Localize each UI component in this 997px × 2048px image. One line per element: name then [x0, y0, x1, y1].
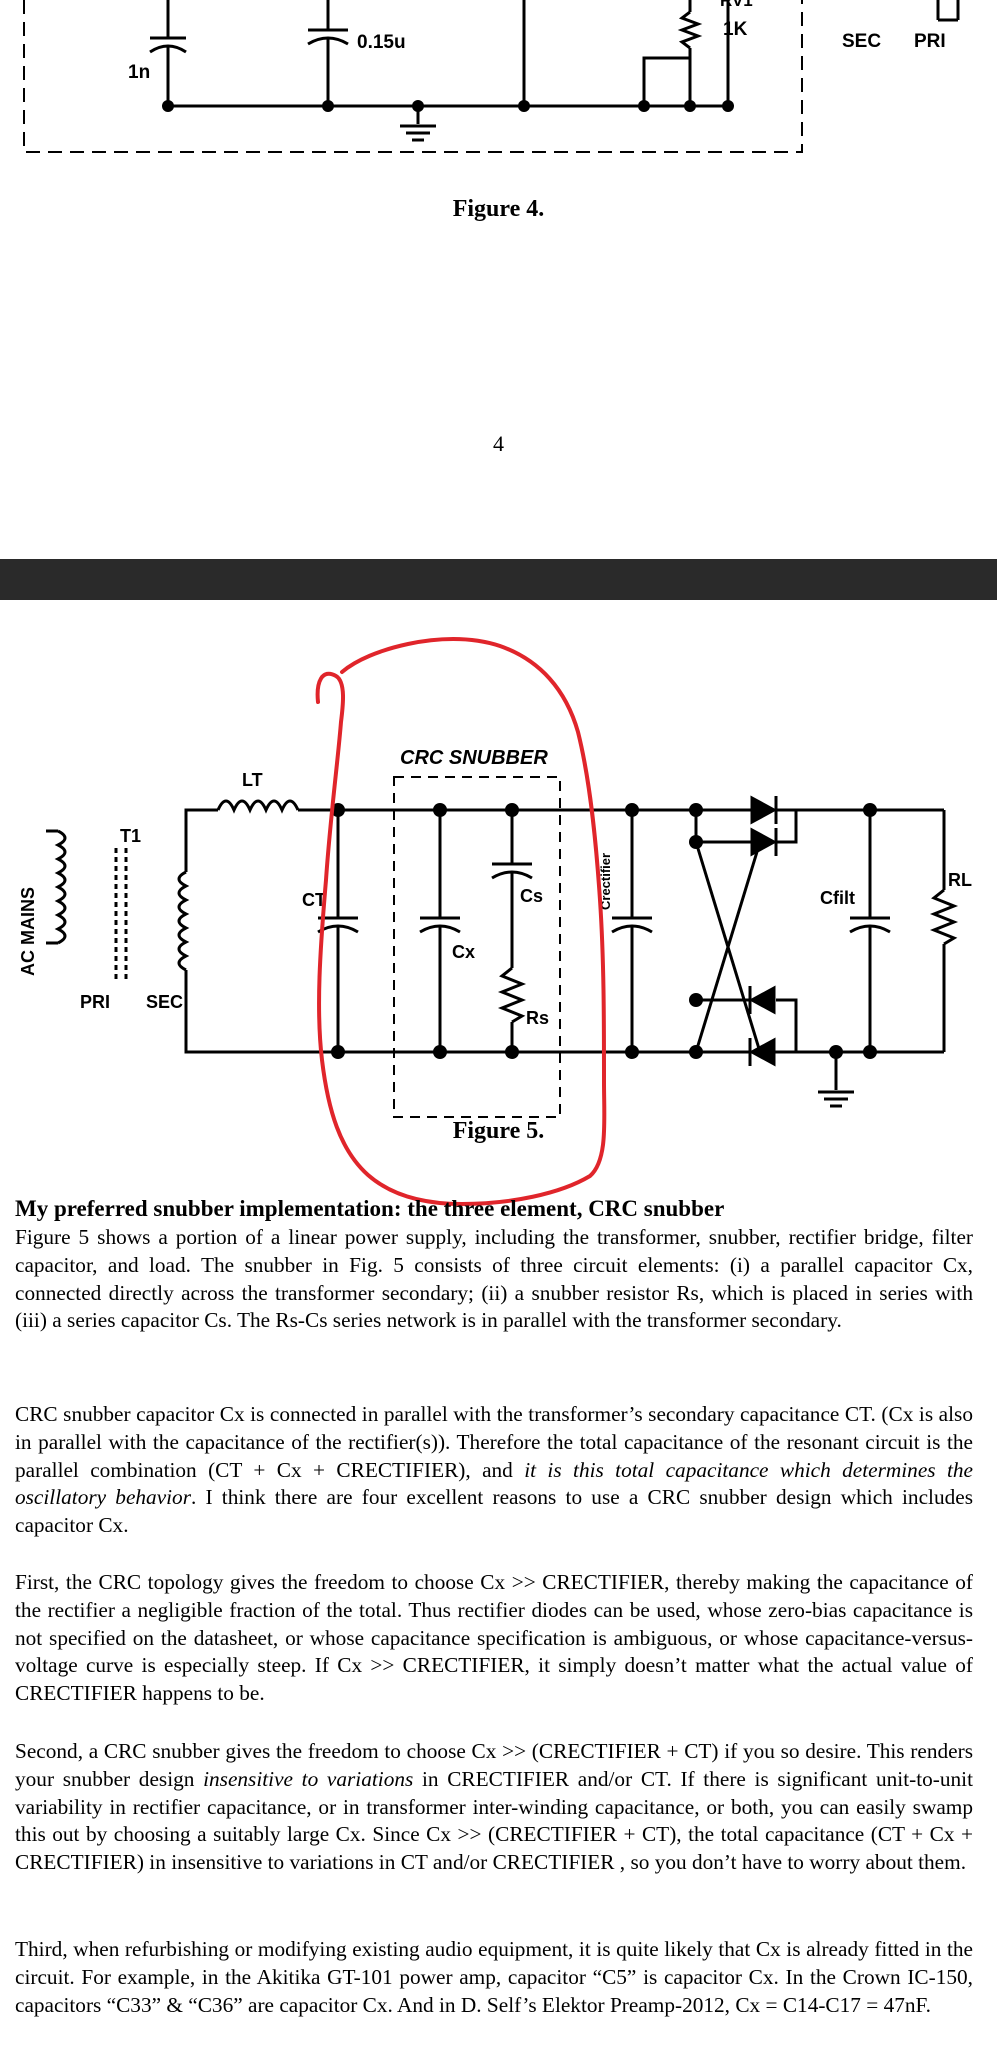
paragraph-2: CRC snubber capacitor Cx is connected in…	[15, 1402, 973, 1538]
label-lt: LT	[242, 770, 263, 790]
label-1n: 1n	[128, 62, 150, 83]
label-1k: 1K	[723, 19, 748, 40]
paragraph-1: Figure 5 shows a portion of a linear pow…	[15, 1225, 973, 1333]
label-pri: PRI	[914, 31, 946, 52]
label-pri: PRI	[80, 992, 110, 1012]
label-cx: Cx	[452, 942, 475, 962]
paragraph-4: Second, a CRC snubber gives the freedom …	[15, 1739, 974, 1875]
section-heading: My preferred snubber implementation: the…	[15, 1196, 725, 1221]
label-sec: SEC	[146, 992, 183, 1012]
paragraph-3: First, the CRC topology gives the freedo…	[15, 1570, 973, 1706]
figure-4-schematic: 1n 0.15u RV1 1K SEC PRI	[23, 0, 960, 153]
label-cfilt: Cfilt	[820, 888, 855, 908]
label-t1: T1	[120, 826, 141, 846]
page-divider	[0, 559, 997, 600]
label-crectifier: Crectifier	[598, 853, 613, 910]
figure-5-schematic: CRC SNUBBER LT T1 AC MAINS PRI SEC CT Cx…	[18, 747, 972, 1118]
page-number: 4	[493, 431, 504, 456]
figure-5-caption: Figure 5.	[452, 1118, 545, 1144]
label-rl: RL	[948, 870, 972, 890]
label-crc-snubber: CRC SNUBBER	[400, 747, 548, 769]
label-rs: Rs	[526, 1008, 549, 1028]
label-cs: Cs	[520, 886, 543, 906]
label-0.15u: 0.15u	[357, 32, 406, 53]
label-rv1: RV1	[720, 0, 753, 10]
label-ct: CT	[302, 890, 326, 910]
label-ac-mains: AC MAINS	[18, 887, 38, 976]
paragraph-5: Third, when refurbishing or modifying ex…	[15, 1937, 973, 2017]
label-sec: SEC	[842, 31, 881, 52]
figure-4-caption: Figure 4.	[452, 196, 545, 222]
